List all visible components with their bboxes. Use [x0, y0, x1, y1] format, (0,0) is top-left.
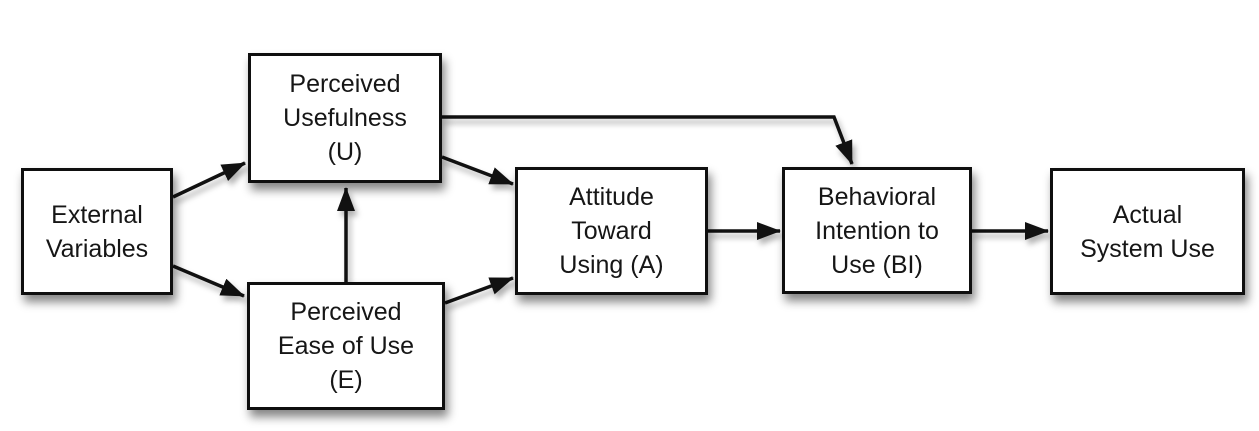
- node-external-variables: External Variables: [21, 168, 173, 295]
- arrow-external-to-usefulness: [172, 161, 246, 199]
- node-perceived-usefulness: Perceived Usefulness (U): [248, 53, 442, 183]
- node-behavioral-intention-to-use: Behavioral Intention to Use (BI): [782, 167, 972, 294]
- node-attitude-toward-using: Attitude Toward Using (A): [515, 167, 708, 295]
- arrow-usefulness-to-intention: [442, 115, 854, 165]
- node-actual-system-use: Actual System Use: [1050, 168, 1245, 295]
- arrow-ease-to-attitude: [444, 276, 514, 305]
- arrow-external-to-ease: [172, 264, 245, 298]
- arrow-usefulness-to-attitude: [441, 155, 514, 186]
- node-perceived-ease-of-use: Perceived Ease of Use (E): [247, 282, 445, 410]
